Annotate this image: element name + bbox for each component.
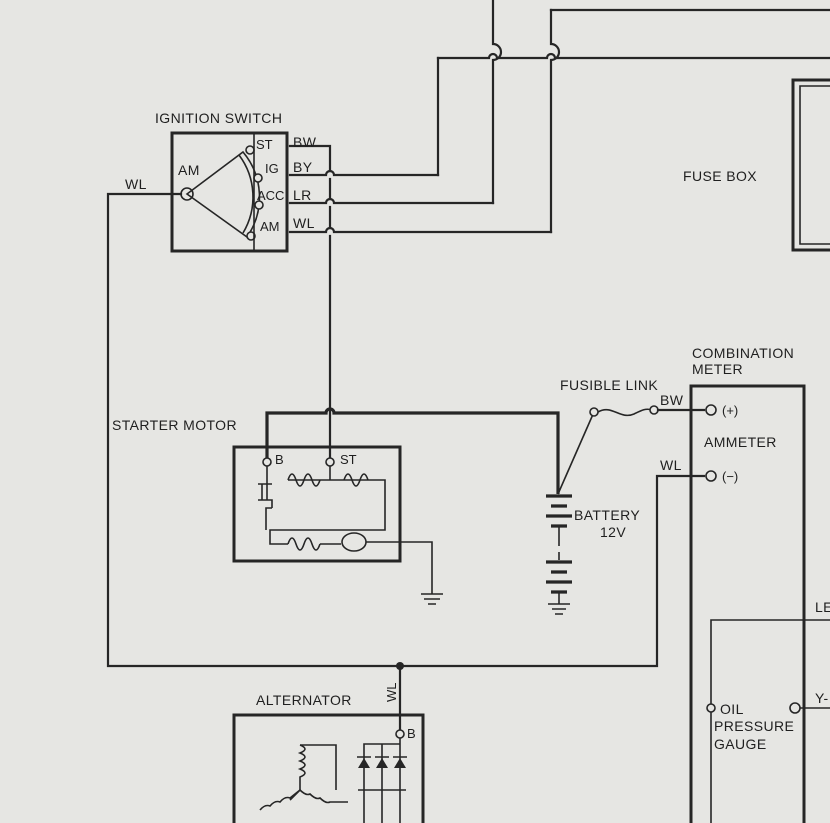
alternator-wire-label: WL (384, 683, 399, 703)
starter-motor-box (232, 445, 402, 563)
terminal-acc-dot (254, 200, 264, 210)
stator-winding-3 (299, 789, 348, 804)
ignition-switch: IGNITION SWITCH AM ST IG ACC AM BW BY LR… (155, 110, 317, 253)
oil-gauge-left-terminal (706, 703, 716, 713)
stator-winding-1 (297, 744, 306, 790)
motor-armature (341, 532, 367, 552)
ammeter-plus-terminal (705, 404, 717, 416)
ammeter-minus-terminal (705, 470, 717, 482)
ammeter-plus-label: (+) (722, 403, 738, 418)
oil-gauge-label-3: GAUGE (714, 736, 767, 752)
terminal-st-label: ST (256, 137, 273, 152)
ignition-switch-box (170, 131, 289, 253)
oil-gauge-label-1: OIL (720, 701, 744, 717)
solenoid-coil-1 (287, 473, 321, 487)
ammeter-wl-label: WL (660, 457, 682, 473)
wire-lr-label: LR (293, 187, 312, 203)
fuse-box-label: FUSE BOX (683, 168, 757, 184)
ammeter-minus-label: (−) (722, 469, 738, 484)
terminal-st-dot (245, 145, 255, 155)
battery-label: BATTERY (574, 507, 640, 523)
wire-wl-label: WL (293, 215, 315, 231)
fusible-link-label: FUSIBLE LINK (560, 377, 658, 393)
battery-voltage: 12V (600, 524, 626, 540)
ignition-switch-title: IGNITION SWITCH (155, 110, 282, 126)
starter-b-terminal (262, 457, 272, 467)
alternator: ALTERNATOR WL B (232, 662, 425, 823)
battery-cable (265, 407, 560, 494)
starter-st-terminal (325, 457, 335, 467)
terminal-acc-label: ACC (257, 188, 284, 203)
alternator-b-terminal (395, 729, 405, 739)
combination-meter-title-2: METER (692, 361, 743, 377)
alternator-label: ALTERNATOR (256, 692, 352, 708)
edge-label-y: Y- (815, 690, 829, 706)
top-wiring (288, 0, 830, 464)
stator-winding-2 (259, 789, 301, 811)
fuse-box: FUSE BOX (683, 78, 830, 252)
starter-ground (421, 593, 443, 605)
wl-left-label: WL (125, 176, 147, 192)
oil-gauge-label-2: PRESSURE (714, 718, 794, 734)
rectifier-diodes (358, 758, 406, 768)
combination-meter-title-1: COMBINATION (692, 345, 794, 361)
terminal-am-label: AM (260, 219, 280, 234)
combination-meter: COMBINATION METER (+) AMMETER (−) WL LE … (660, 345, 830, 823)
edge-label-le: LE (815, 599, 830, 615)
starter-motor: STARTER MOTOR B ST (112, 407, 560, 605)
starter-st-label: ST (340, 452, 357, 467)
ignition-am-label: AM (178, 162, 200, 178)
wire-bw-label: BW (293, 134, 317, 150)
oil-gauge-right-terminal (789, 702, 801, 714)
terminal-am-dot (246, 231, 256, 241)
field-coil (287, 537, 321, 551)
wire-by-label: BY (293, 159, 313, 175)
fusible-link-wire-label: BW (660, 392, 684, 408)
alternator-b-label: B (407, 726, 416, 741)
solenoid-coil-2 (343, 473, 369, 487)
terminal-ig-label: IG (265, 161, 279, 176)
battery: BATTERY 12V (546, 494, 640, 615)
starter-motor-label: STARTER MOTOR (112, 417, 237, 433)
wl-loop-wire: WL (106, 176, 706, 668)
starter-b-label: B (275, 452, 284, 467)
ammeter-label: AMMETER (704, 434, 777, 450)
fusible-link: FUSIBLE LINK BW (557, 377, 706, 495)
terminal-ig-dot (253, 173, 263, 183)
